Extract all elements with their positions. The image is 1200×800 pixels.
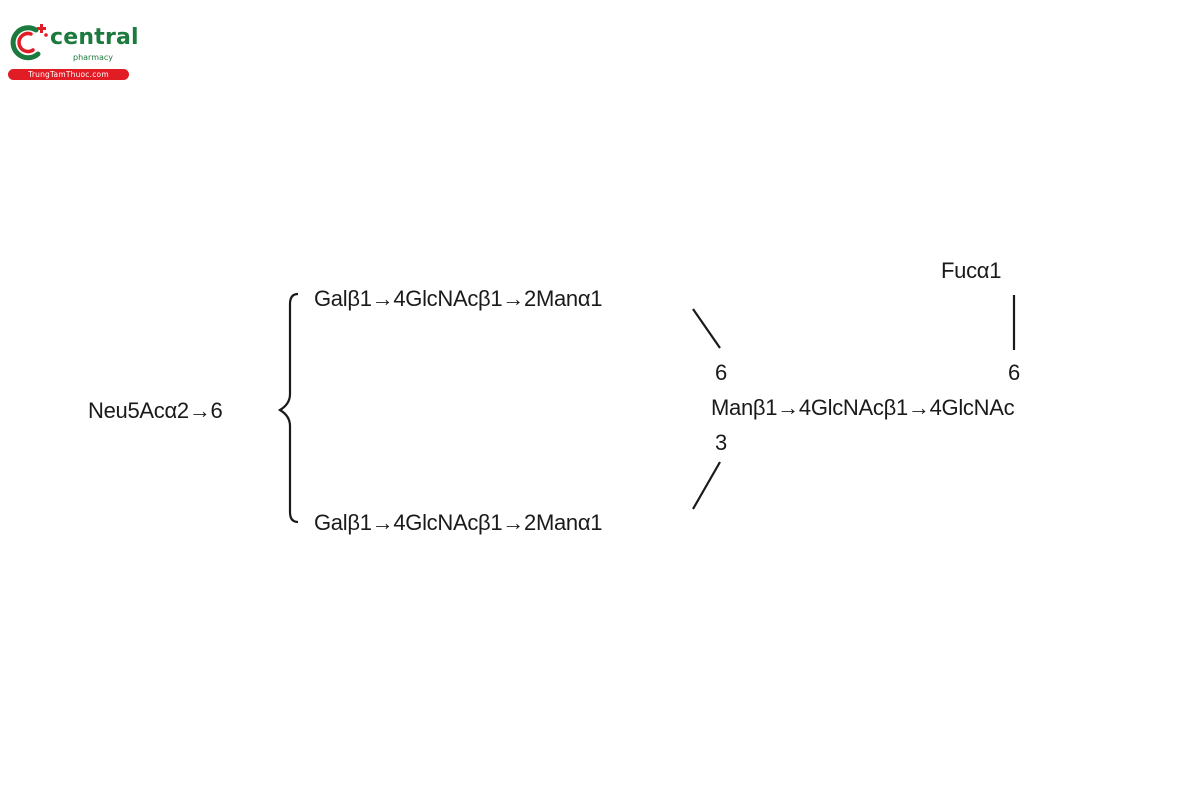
upper-branch-link [692, 308, 721, 349]
central-logo-icon [10, 24, 48, 61]
logo-wordmark: central [50, 25, 139, 50]
logo-subtitle: pharmacy [73, 53, 114, 62]
core-linkage-3: 3 [715, 430, 728, 455]
central-pharmacy-logo: central pharmacy TrungTamThuoc.com [6, 20, 139, 82]
lower-antenna: Galβ1→4GlcNAcβ1→2Manα1 [314, 510, 603, 535]
core-linkage-6: 6 [715, 360, 728, 385]
core-chain: Manβ1→4GlcNAcβ1→4GlcNAc [711, 395, 1015, 420]
logo-site-banner: TrungTamThuoc.com [8, 69, 129, 80]
fucose-residue: Fucα1 [941, 258, 1002, 283]
sialic-acid-residue: Neu5Acα2→6 [88, 398, 223, 423]
upper-antenna: Galβ1→4GlcNAcβ1→2Manα1 [314, 286, 603, 311]
lower-branch-link [692, 461, 721, 510]
branch-brace [277, 292, 299, 524]
fucose-linkage-6: 6 [1008, 360, 1021, 385]
